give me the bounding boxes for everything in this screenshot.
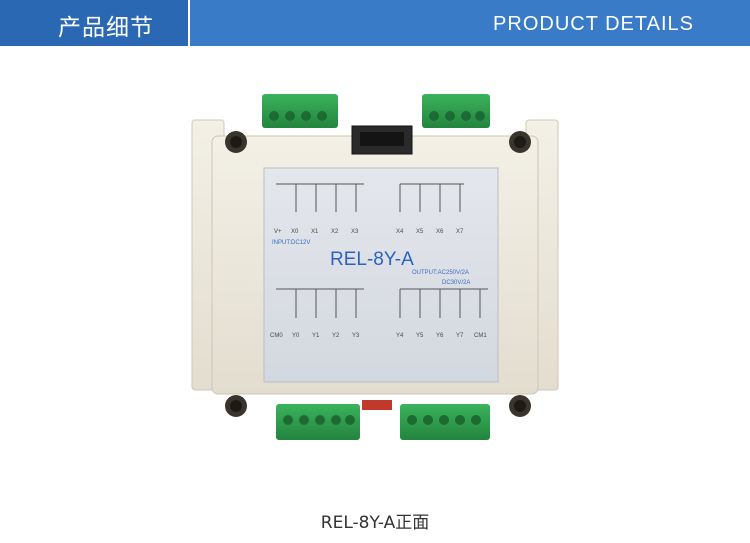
mounting-hole-icon (509, 131, 531, 153)
header-banner: 产品细节 PRODUCT DETAILS (0, 0, 750, 46)
pin-label: X7 (456, 229, 464, 235)
mounting-hole-icon (509, 395, 531, 417)
top-right-terminal-block (422, 94, 490, 128)
pin-label: Y0 (292, 333, 300, 339)
mounting-hole-icon (225, 395, 247, 417)
pin-label: Y7 (456, 333, 464, 339)
input-schematic (276, 183, 464, 212)
pin-label: Y5 (416, 333, 424, 339)
pin-label: X5 (416, 229, 424, 235)
output-rating-label-2: DC30V/2A (442, 280, 470, 286)
pin-label: Y6 (436, 333, 444, 339)
pin-label: Y2 (332, 333, 340, 339)
pin-label: V+ (274, 229, 282, 235)
pin-label: CM1 (474, 333, 487, 339)
ribbon-connector (351, 125, 413, 155)
pin-label: X1 (311, 229, 319, 235)
pin-label: Y4 (396, 333, 404, 339)
pin-label: Y1 (312, 333, 320, 339)
header-divider (188, 0, 190, 46)
mounting-hole-icon (225, 131, 247, 153)
header-left-block (0, 0, 188, 46)
relay-module-photo: V+ X0 X1 X2 X3 X4 X5 X6 X7 INPUT:DC12V R… (191, 94, 559, 440)
pin-label: X0 (291, 229, 299, 235)
input-rating-label: INPUT:DC12V (272, 240, 310, 246)
pin-label: Y3 (352, 333, 360, 339)
pin-label: X6 (436, 229, 444, 235)
product-caption: REL-8Y-A正面 (320, 513, 430, 533)
model-label: REL-8Y-A (330, 249, 414, 270)
pin-label: X2 (331, 229, 339, 235)
bottom-left-terminal-block (276, 404, 360, 440)
output-rating-label-1: OUTPUT:AC250V/2A (412, 270, 469, 276)
pin-label: CM0 (270, 333, 283, 339)
pin-label: X4 (396, 229, 404, 235)
red-indicator-strip (362, 400, 392, 410)
output-schematic (276, 288, 488, 318)
pin-label: X3 (351, 229, 359, 235)
header-title-en: PRODUCT DETAILS (493, 13, 694, 35)
label-panel (263, 167, 499, 383)
header-title-cn: 产品细节 (58, 15, 154, 41)
top-left-terminal-block (262, 94, 338, 128)
bottom-right-terminal-block (400, 404, 490, 440)
